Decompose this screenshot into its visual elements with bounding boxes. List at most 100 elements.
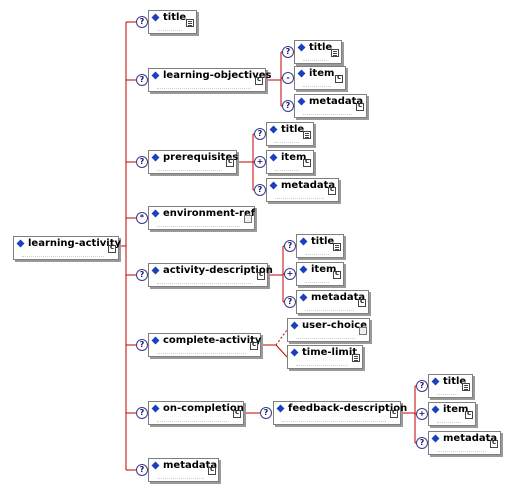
element-diamond-icon [151,71,160,80]
node-learning-objectives-metadata[interactable]: metadata [294,94,367,118]
element-diamond-icon [431,434,440,443]
element-diamond-icon [151,461,160,470]
node-label: feedback-description [288,403,408,414]
expand-toggle-icon[interactable] [233,408,241,418]
node-feedback-description[interactable]: feedback-description [273,401,407,425]
cardinality-icon: ? [136,156,148,168]
cardinality-icon: + [254,156,266,168]
node-feedback-description-title[interactable]: title [428,374,473,398]
expand-toggle-icon[interactable] [257,270,265,280]
node-prerequisites[interactable]: prerequisites [148,150,238,174]
node-label: item [311,264,337,275]
expand-toggle-icon[interactable] [226,157,234,167]
placeholder-dots [437,393,458,395]
node-activity-description[interactable]: activity-description [148,263,273,287]
node-metadata[interactable]: metadata [148,458,219,482]
cardinality-icon: ? [136,16,148,28]
cardinality-icon: ? [416,437,428,449]
placeholder-dots [296,364,348,366]
node-learning-objectives-item[interactable]: item [294,66,346,90]
placeholder-dots [157,225,240,227]
cardinality-icon: ? [416,380,428,392]
cardinality-icon: ? [136,407,148,419]
expand-toggle-icon[interactable] [490,438,498,448]
expand-toggle-icon[interactable] [328,185,336,195]
expand-toggle-icon[interactable] [390,408,398,418]
expand-toggle-icon[interactable] [356,101,364,111]
cardinality-icon: ? [254,128,266,140]
expand-toggle-icon[interactable] [333,269,341,279]
node-prerequisites-item[interactable]: item [266,150,314,174]
expand-toggle-icon[interactable] [358,297,366,307]
node-activity-description-title[interactable]: title [296,234,344,258]
node-label: item [281,152,307,163]
node-time-limit[interactable]: time-limit [287,345,363,369]
node-prerequisites-metadata[interactable]: metadata [266,178,339,202]
cardinality-icon: ? [284,240,296,252]
text-content-icon [333,243,341,251]
node-label: learning-objectives [163,70,272,81]
node-prerequisites-title[interactable]: title [266,122,314,146]
expand-toggle-icon[interactable] [250,340,258,350]
node-label: metadata [311,292,366,303]
empty-content-icon [359,327,367,335]
text-content-icon [352,354,360,362]
node-learning-objectives-title[interactable]: title [294,40,342,64]
node-feedback-description-item[interactable]: item [428,402,476,426]
text-content-icon [331,49,339,57]
element-diamond-icon [269,153,278,162]
placeholder-dots [305,281,329,283]
element-diamond-icon [269,181,278,190]
placeholder-dots [437,421,461,423]
expand-toggle-icon[interactable] [335,73,343,83]
expand-toggle-icon[interactable] [108,243,116,253]
node-label: metadata [309,96,364,107]
node-label: environment-ref [163,208,256,219]
cardinality-icon: * [136,212,148,224]
node-title[interactable]: title [148,10,197,34]
node-activity-description-metadata[interactable]: metadata [296,290,369,314]
placeholder-dots [157,420,229,422]
placeholder-dots [303,59,327,61]
element-diamond-icon [299,237,308,246]
placeholder-dots [157,477,204,479]
node-label: activity-description [163,265,273,276]
node-label: user-choice [302,320,367,331]
cardinality-icon: + [284,268,296,280]
placeholder-dots [303,85,331,87]
cardinality-icon: ? [136,339,148,351]
node-environment-ref[interactable]: environment-ref [148,206,255,230]
element-diamond-icon [151,153,160,162]
node-label: title [309,42,333,53]
node-label: metadata [281,180,336,191]
element-diamond-icon [297,97,306,106]
node-feedback-description-metadata[interactable]: metadata [428,431,501,455]
element-diamond-icon [297,69,306,78]
node-activity-description-item[interactable]: item [296,262,344,286]
text-content-icon [462,383,470,391]
placeholder-dots [305,309,354,311]
expand-toggle-icon[interactable] [303,157,311,167]
node-label: title [443,376,467,387]
node-on-completion[interactable]: on-completion [148,401,244,425]
expand-toggle-icon[interactable] [208,465,216,475]
element-diamond-icon [151,13,160,22]
node-complete-activity[interactable]: complete-activity [148,333,261,357]
expand-toggle-icon[interactable] [255,75,263,85]
placeholder-dots [275,169,299,171]
node-learning-objectives[interactable]: learning-objectives [148,68,272,92]
element-diamond-icon [16,239,25,248]
expand-toggle-icon[interactable] [465,409,473,419]
empty-content-icon [244,215,252,223]
cardinality-icon: ? [254,184,266,196]
placeholder-dots [437,450,486,452]
node-label: title [281,124,305,135]
element-diamond-icon [151,336,160,345]
cardinality-icon: ? [136,269,148,281]
node-label: complete-activity [163,335,262,346]
node-learning-activity[interactable]: learning-activity [13,236,121,260]
cardinality-icon: ? [136,464,148,476]
node-user-choice[interactable]: user-choice [287,318,370,342]
element-diamond-icon [151,266,160,275]
